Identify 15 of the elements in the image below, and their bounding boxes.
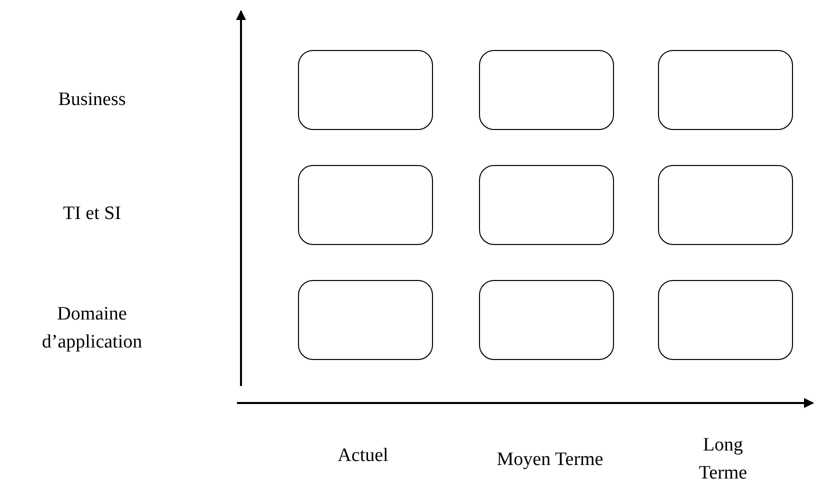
- column-label: Actuel: [338, 444, 388, 468]
- rounded-box: [658, 280, 793, 360]
- rounded-box: [298, 50, 433, 130]
- rounded-box: [298, 280, 433, 360]
- rounded-box: [298, 165, 433, 245]
- rounded-box: [479, 50, 614, 130]
- row-label: TI et SI: [62, 202, 122, 226]
- rounded-box: [479, 280, 614, 360]
- rounded-box: [658, 50, 793, 130]
- column-label: Moyen Terme: [496, 448, 604, 472]
- rounded-box: [479, 165, 614, 245]
- rounded-box: [658, 165, 793, 245]
- row-label: Domaine d’application: [40, 302, 144, 354]
- column-label: Long Terme: [698, 433, 748, 485]
- row-label: Business: [58, 88, 126, 112]
